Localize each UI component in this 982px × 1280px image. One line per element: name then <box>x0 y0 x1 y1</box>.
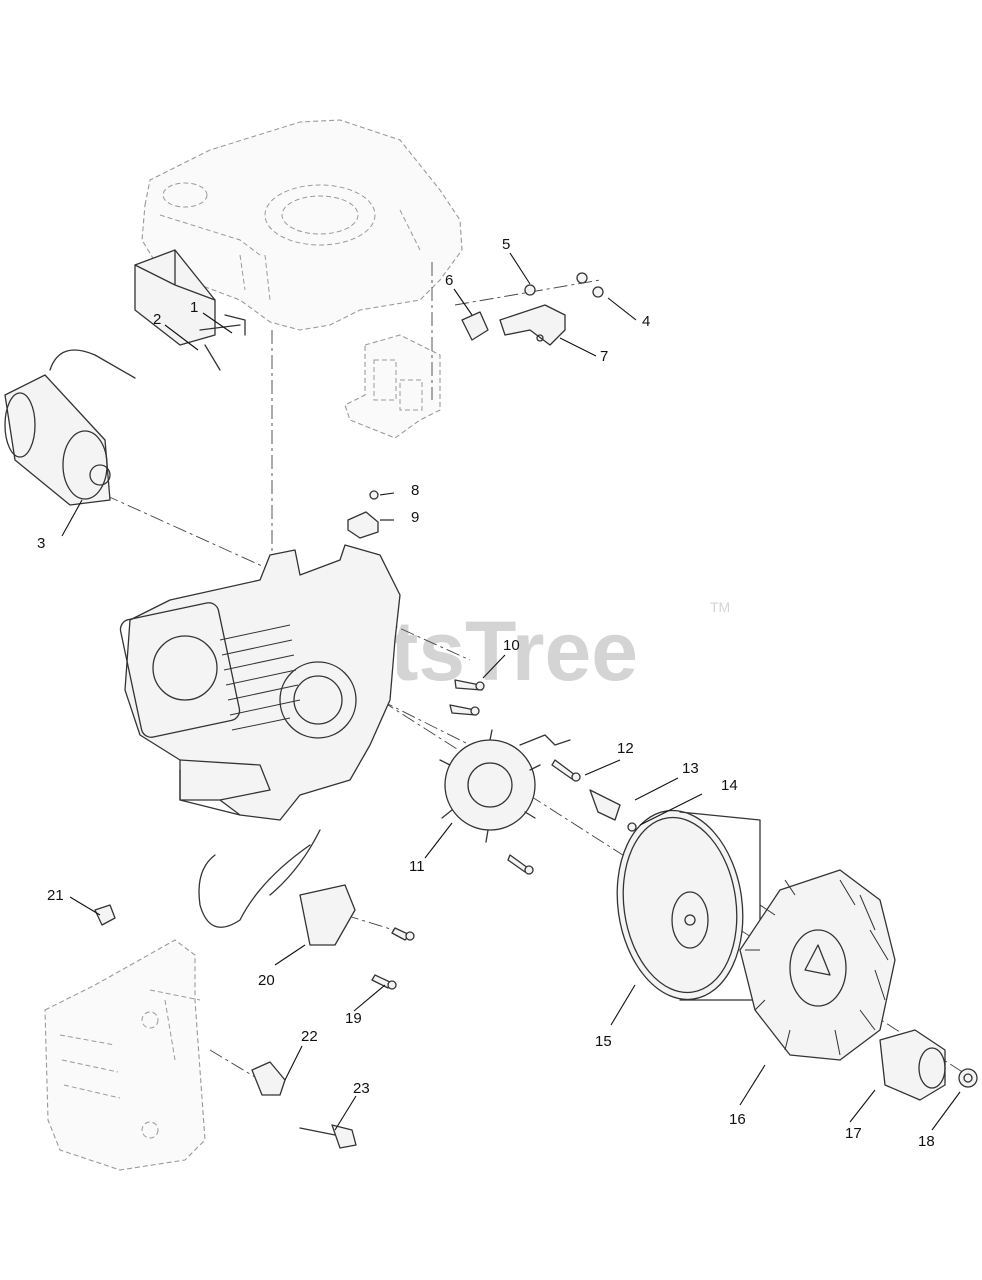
mounting-bracket-ghost <box>344 334 441 439</box>
callout-7: 7 <box>600 348 608 365</box>
cooling-fan <box>739 869 896 1061</box>
callout-9: 9 <box>411 509 419 526</box>
engine-shroud-ghost <box>141 119 463 331</box>
small-components <box>94 904 357 1149</box>
stator <box>439 729 571 843</box>
callout-8: 8 <box>411 482 419 499</box>
callout-labels: 1 2 3 4 5 6 7 8 9 10 11 12 13 14 15 16 1… <box>37 236 935 1150</box>
callout-15: 15 <box>595 1033 612 1050</box>
block-bolts <box>449 679 485 716</box>
callout-20: 20 <box>258 972 275 989</box>
callout-12: 12 <box>617 740 634 757</box>
callout-1: 1 <box>190 299 198 316</box>
starter-motor <box>4 349 136 506</box>
callout-21: 21 <box>47 887 64 904</box>
callout-6: 6 <box>445 272 453 289</box>
callout-2: 2 <box>153 311 161 328</box>
starter-solenoid <box>134 249 246 371</box>
watermark-trademark: TM <box>710 599 730 615</box>
engine-block <box>119 544 401 821</box>
oil-sensor-switch <box>347 490 379 539</box>
callout-17: 17 <box>845 1125 862 1142</box>
callout-4: 4 <box>642 313 650 330</box>
callout-11: 11 <box>409 858 425 875</box>
fan-cup-and-nut <box>879 1029 978 1101</box>
bracket-hardware <box>461 272 604 346</box>
flywheel <box>616 809 761 1001</box>
callout-5: 5 <box>502 236 510 253</box>
callout-13: 13 <box>682 760 699 777</box>
ignition-coil <box>198 829 415 990</box>
callout-19: 19 <box>345 1010 362 1027</box>
callout-18: 18 <box>918 1133 935 1150</box>
callout-3: 3 <box>37 535 45 552</box>
leader-lines <box>61 252 961 1131</box>
callout-16: 16 <box>729 1111 746 1128</box>
callout-14: 14 <box>721 777 738 794</box>
callout-22: 22 <box>301 1028 318 1045</box>
blower-housing-ghost <box>44 939 206 1171</box>
callout-23: 23 <box>353 1080 370 1097</box>
stator-hardware <box>507 759 637 875</box>
callout-10: 10 <box>503 637 520 654</box>
